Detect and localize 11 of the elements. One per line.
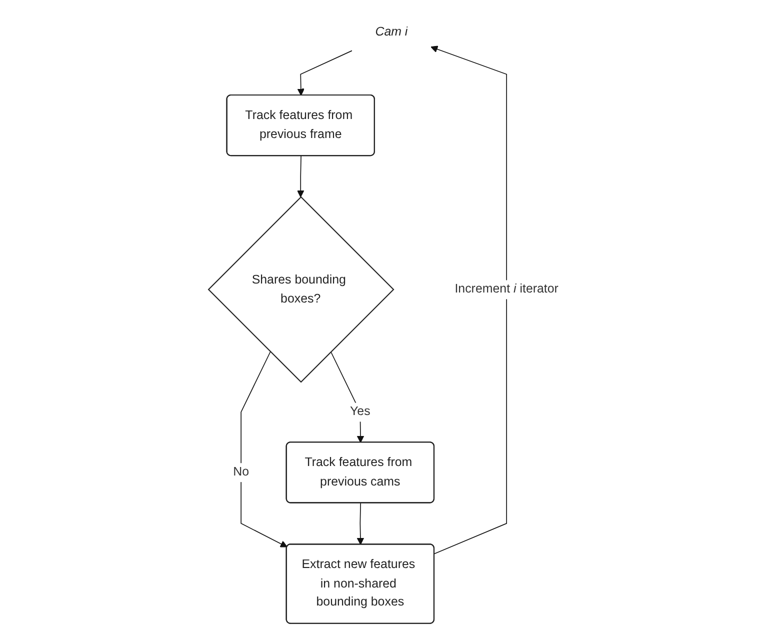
arrow bbox=[430, 46, 507, 554]
arrow bbox=[240, 351, 288, 548]
arrow bbox=[356, 502, 364, 545]
edge-label: No bbox=[233, 464, 250, 479]
node-text: Cam i bbox=[375, 24, 408, 40]
node-diamond: Shares bounding boxes? bbox=[208, 196, 394, 383]
edge-label: Yes bbox=[350, 404, 370, 418]
arrow bbox=[330, 351, 364, 443]
arrow bbox=[297, 50, 352, 96]
edge-label: Increment i iterator bbox=[454, 282, 558, 296]
arrow bbox=[296, 156, 304, 198]
